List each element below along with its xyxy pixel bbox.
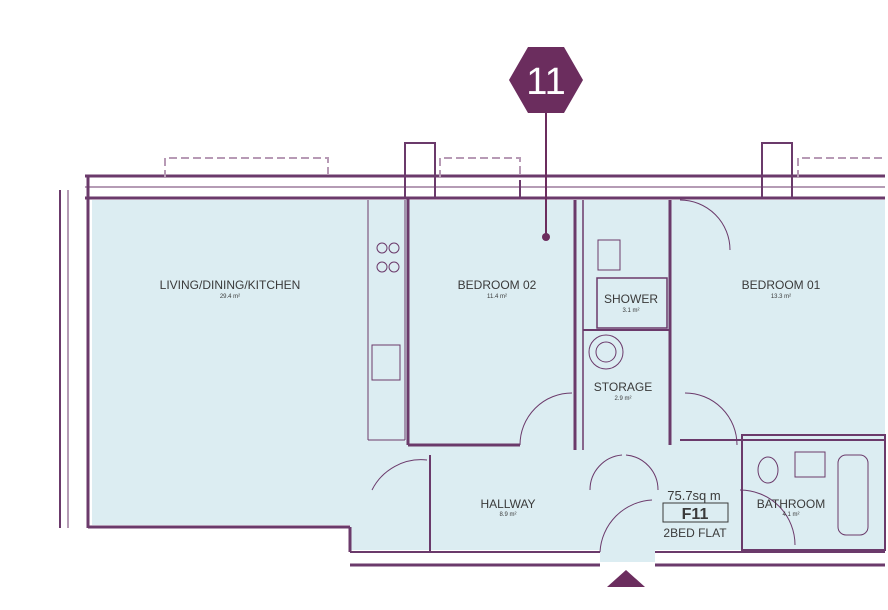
room-name-bathroom: BATHROOM [757,497,825,511]
room-name-bedroom-02: BEDROOM 02 [458,278,537,292]
marker-dot [542,233,550,241]
flat-code-box [662,502,729,523]
walls [59,142,886,567]
room-area-hallway: 8.9 m² [499,512,516,518]
room-area-shower: 3.1 m² [622,308,639,314]
room-name-bedroom-01: BEDROOM 01 [742,278,821,292]
flat-code: F11 [682,506,709,523]
unit-number: 11 [526,61,565,103]
room-name-storage: STORAGE [594,380,652,394]
room-area-living: 29.4 m² [220,294,240,300]
flat-type: 2BED FLAT [663,526,727,540]
room-area-bedroom-01: 13.3 m² [771,294,791,300]
flat-total-area: 75.7sq m [667,488,720,503]
entrance-arrow-icon [607,570,645,587]
room-name-hallway: HALLWAY [480,497,535,511]
room-name-living: LIVING/DINING/KITCHEN [160,278,301,292]
unit-number-hexagon [509,47,583,113]
room-area-bedroom-02: 11.4 m² [487,294,507,300]
room-area-storage: 2.9 m² [614,396,631,402]
floor-area [92,200,885,562]
room-area-bathroom: 4.1 m² [782,512,799,518]
room-name-shower: SHOWER [604,292,658,306]
